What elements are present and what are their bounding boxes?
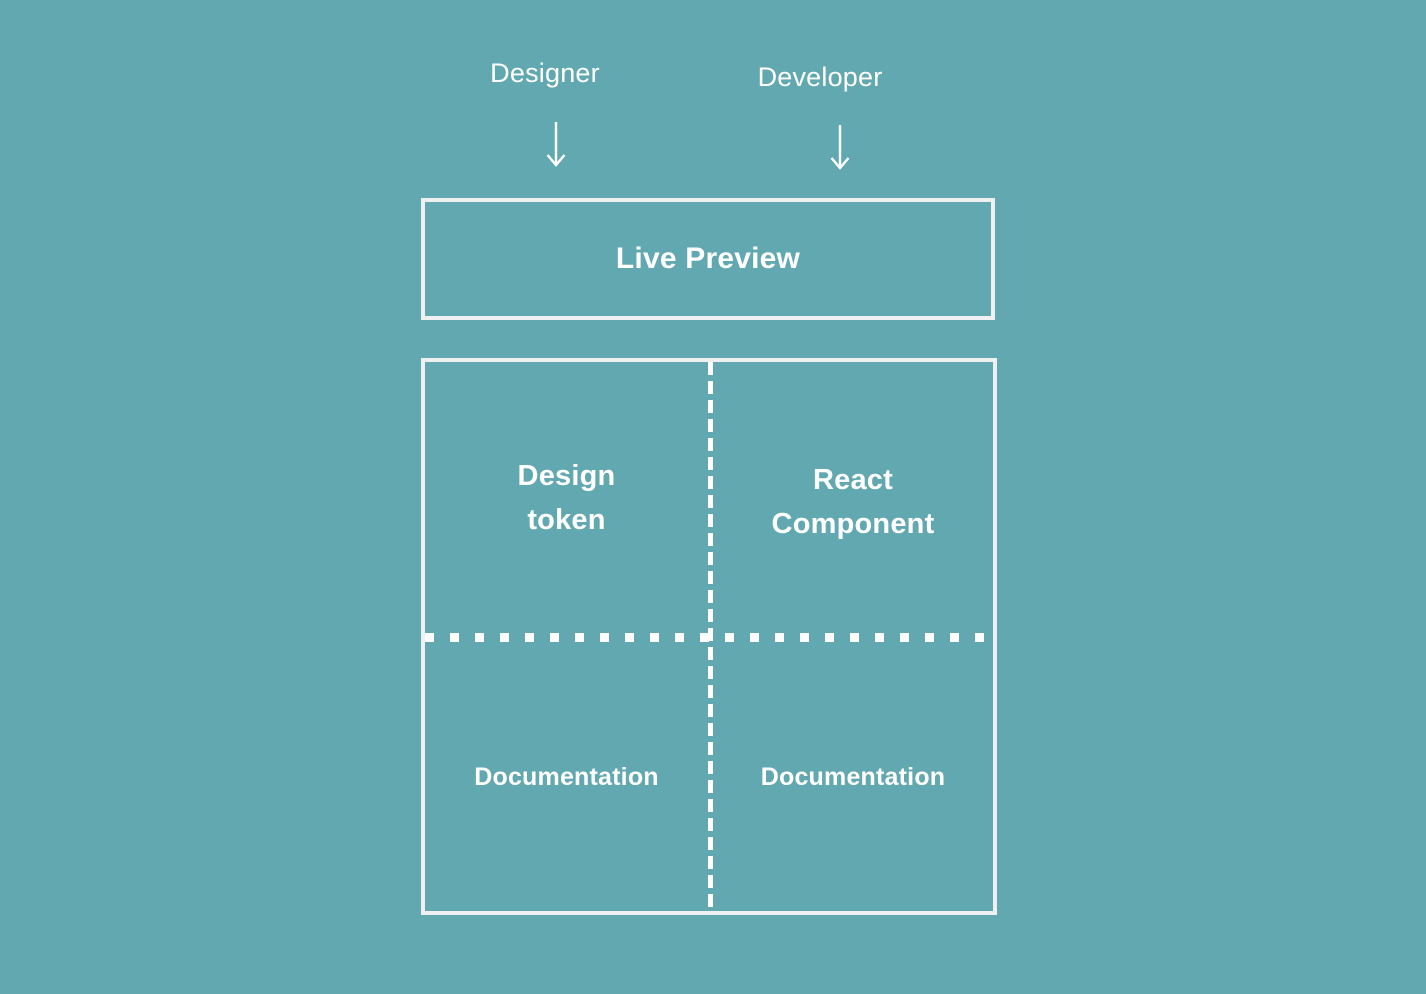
matrix-cell-react-component: React Component	[713, 362, 993, 633]
react-component-label-line1: React	[812, 463, 893, 496]
design-token-label-line1: Design	[517, 459, 616, 492]
matrix-cell-documentation-development: Documentation	[713, 642, 993, 911]
react-component-label: React Component	[772, 458, 935, 546]
documentation-design-label: Documentation	[474, 762, 659, 791]
down-arrow-icon-developer	[820, 124, 860, 174]
documentation-development-label: Documentation	[760, 762, 946, 791]
actor-label-developer: Developer	[757, 62, 883, 92]
live-preview-label: Live Preview	[615, 242, 801, 275]
matrix-cell-documentation-design: Documentation	[425, 642, 708, 911]
down-arrow-icon-designer	[536, 121, 576, 171]
matrix-row-divider	[425, 633, 993, 642]
design-token-label: Design token	[518, 454, 616, 542]
artifact-matrix-box: Design token React Component Documentati…	[421, 358, 997, 915]
actor-label-designer: Designer	[490, 58, 600, 88]
react-component-label-line2: Component	[771, 507, 935, 540]
artifact-matrix-inner: Design token React Component Documentati…	[425, 362, 993, 911]
live-preview-box: Live Preview	[421, 198, 995, 320]
design-token-label-line2: token	[527, 503, 606, 536]
matrix-cell-design-token: Design token	[425, 362, 708, 633]
